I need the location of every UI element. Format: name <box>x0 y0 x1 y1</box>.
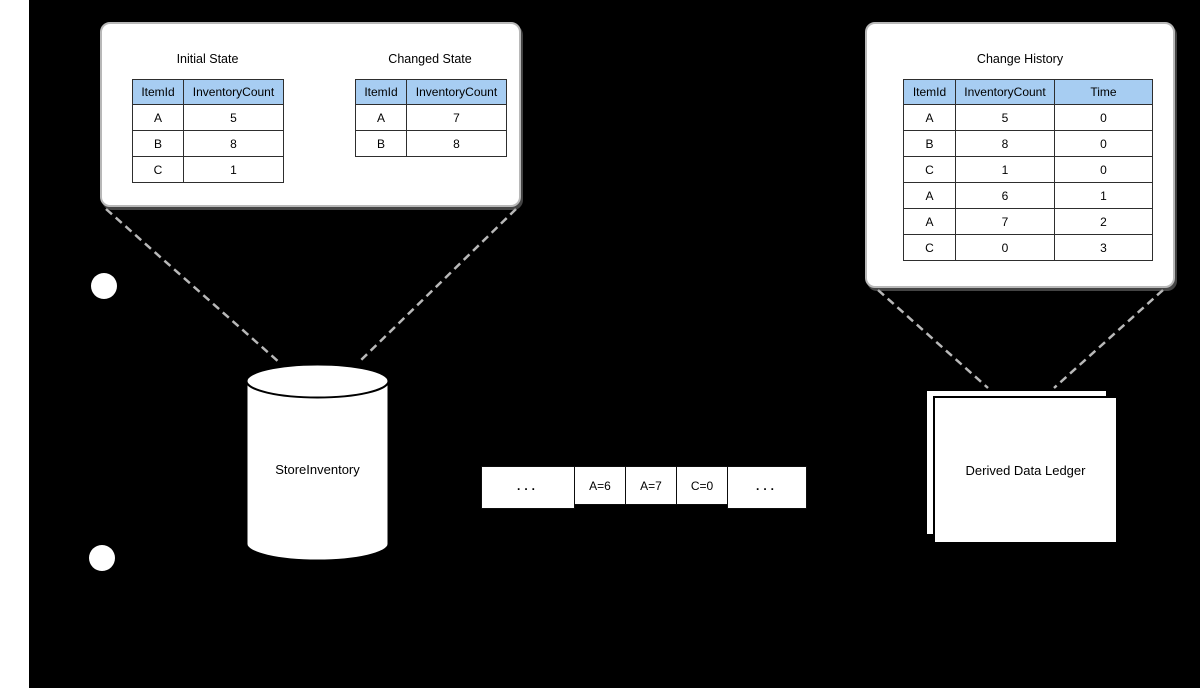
col-header-itemid: ItemId <box>132 79 184 105</box>
cell-itemid: C <box>903 234 956 261</box>
derived-data-ledger: Derived Data Ledger <box>933 396 1118 544</box>
cell-count: 6 <box>955 182 1055 209</box>
table-row: B 8 0 <box>903 130 1153 157</box>
table-row: A 7 2 <box>903 208 1153 235</box>
cell-itemid: C <box>903 156 956 183</box>
table-row: B 8 <box>355 130 507 157</box>
cell-count: 1 <box>955 156 1055 183</box>
col-header-inventorycount: InventoryCount <box>406 79 507 105</box>
col-header-inventorycount: InventoryCount <box>183 79 284 105</box>
cell-count: 7 <box>955 208 1055 235</box>
stream-cell-event: C=0 <box>676 466 728 505</box>
table-row: A 6 1 <box>903 182 1153 209</box>
changed-state-table: ItemId InventoryCount A 7 B 8 <box>355 79 507 157</box>
cell-count: 5 <box>955 104 1055 131</box>
table-header-row: ItemId InventoryCount <box>355 79 507 105</box>
initial-state-table: ItemId InventoryCount A 5 B 8 C 1 <box>132 79 284 183</box>
cell-count: 8 <box>955 130 1055 157</box>
table-row: C 1 0 <box>903 156 1153 183</box>
initial-state-title: Initial State <box>176 52 239 66</box>
cell-time: 3 <box>1054 234 1153 261</box>
cell-itemid: B <box>903 130 956 157</box>
col-header-time: Time <box>1054 79 1153 105</box>
cell-time: 0 <box>1054 104 1153 131</box>
stream-cell-event: A=6 <box>574 466 626 505</box>
col-header-itemid: ItemId <box>903 79 956 105</box>
change-history-title: Change History <box>976 52 1064 66</box>
change-history-table: ItemId InventoryCount Time A 5 0 B 8 0 C… <box>903 79 1153 261</box>
bullet-circle-2 <box>89 545 115 571</box>
state-callout-panel: Initial State ItemId InventoryCount A 5 … <box>100 22 521 207</box>
table-header-row: ItemId InventoryCount <box>132 79 284 105</box>
connector-history-left <box>877 289 989 389</box>
table-row: A 7 <box>355 104 507 131</box>
stream-cell-ellipsis: ... <box>727 466 807 509</box>
connector-history-right <box>1053 289 1164 389</box>
cell-count: 7 <box>406 104 507 131</box>
cell-time: 2 <box>1054 208 1153 235</box>
store-inventory-label: StoreInventory <box>275 462 360 477</box>
cell-count: 8 <box>406 130 507 157</box>
table-row: C 1 <box>132 156 284 183</box>
cell-time: 1 <box>1054 182 1153 209</box>
table-row: A 5 0 <box>903 104 1153 131</box>
connector-initial-right <box>357 208 517 364</box>
cell-itemid: A <box>903 104 956 131</box>
changed-state-title: Changed State <box>388 52 472 66</box>
cell-itemid: B <box>132 130 184 157</box>
table-row: A 5 <box>132 104 284 131</box>
derived-data-ledger-label: Derived Data Ledger <box>965 462 1086 478</box>
col-header-inventorycount: InventoryCount <box>955 79 1055 105</box>
cell-time: 0 <box>1054 156 1153 183</box>
stream-cell-ellipsis: ... <box>481 466 575 509</box>
cell-itemid: B <box>355 130 407 157</box>
cell-itemid: A <box>903 182 956 209</box>
cell-itemid: A <box>903 208 956 235</box>
col-header-itemid: ItemId <box>355 79 407 105</box>
cell-count: 1 <box>183 156 284 183</box>
cell-itemid: A <box>132 104 184 131</box>
store-inventory-cylinder: StoreInventory <box>245 363 390 563</box>
cell-itemid: A <box>355 104 407 131</box>
connector-initial-left <box>105 208 281 364</box>
page-margin-strip <box>0 0 29 688</box>
table-row: B 8 <box>132 130 284 157</box>
cell-count: 0 <box>955 234 1055 261</box>
table-header-row: ItemId InventoryCount Time <box>903 79 1153 105</box>
event-stream: ... A=6 A=7 C=0 ... <box>481 466 807 509</box>
stream-cell-event: A=7 <box>625 466 677 505</box>
change-history-callout-panel: Change History ItemId InventoryCount Tim… <box>865 22 1175 288</box>
cell-itemid: C <box>132 156 184 183</box>
cell-count: 8 <box>183 130 284 157</box>
cell-time: 0 <box>1054 130 1153 157</box>
table-row: C 0 3 <box>903 234 1153 261</box>
cylinder-shape-icon <box>245 363 390 562</box>
cell-count: 5 <box>183 104 284 131</box>
bullet-circle-1 <box>91 273 117 299</box>
